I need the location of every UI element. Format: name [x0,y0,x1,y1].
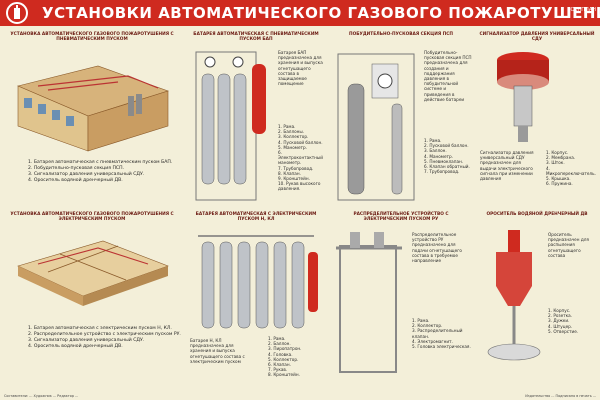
fire-extinguisher-logo-icon [6,2,28,24]
panel-dv-sprinkler: ОРОСИТЕЛЬ ВОДЯНОЙ ДРЕНЧЕРНЫЙ ДВ Оросител… [474,208,600,386]
panel-description: Батарея БАП предназначена для хранения и… [278,50,323,87]
panel-description: Побудительно-пусковая секция ПСП предназ… [424,50,472,102]
panel-description: Распределительное устройство РУ предназн… [412,232,462,264]
publisher-label: ВОЕНПЛАН [567,7,596,13]
panel-title: ОРОСИТЕЛЬ ВОДЯНОЙ ДРЕНЧЕРНЫЙ ДВ [486,212,588,217]
panel-title: ПОБУДИТЕЛЬНО-ПУСКОВАЯ СЕКЦИЯ ПСП [349,32,453,37]
panel-pneumatic-installation: УСТАНОВКА АВТОМАТИЧЕСКОГО ГАЗОВОГО ПОЖАР… [0,28,184,206]
parts-list: 1. Рама. 2. Баллон. 3. Пиропатрон. 4. Го… [268,336,302,378]
panel-title: БАТАРЕЯ АВТОМАТИЧЕСКАЯ С ПНЕВМАТИЧЕСКИМ … [193,32,319,42]
panel-title: РАСПРЕДЕЛИТЕЛЬНОЕ УСТРОЙСТВО С ЭЛЕКТРИЧЕ… [353,212,449,222]
poster-title: УСТАНОВКИ АВТОМАТИЧЕСКОГО ГАЗОВОГО ПОЖАР… [42,4,600,22]
footer-credits: Составители: ... Художник ... Редактор .… [4,394,79,398]
panel-captions: 1. Батарея автоматическая с пневматическ… [28,160,173,183]
parts-list: 1. Рама. 2. Пусковой баллон. 3. Баллон. … [424,138,470,175]
panel-title: СИГНАЛИЗАТОР ДАВЛЕНИЯ УНИВЕРСАЛЬНЫЙ СДУ [479,32,595,42]
floor-plan-illustration [17,240,169,306]
parts-list: 1. Корпус. 2. Мембрана. 3. Шток. 4. Микр… [546,150,596,187]
panel-title: УСТАНОВКА АВТОМАТИЧЕСКОГО ГАЗОВОГО ПОЖАР… [10,32,174,42]
title-bar: УСТАНОВКИ АВТОМАТИЧЕСКОГО ГАЗОВОГО ПОЖАР… [0,0,600,26]
panel-psp-section: ПОБУДИТЕЛЬНО-ПУСКОВАЯ СЕКЦИЯ ПСП Побудит… [328,28,474,206]
panel-title: БАТАРЕЯ АВТОМАТИЧЕСКАЯ С ЭЛЕКТРИЧЕСКИМ П… [195,212,317,222]
electric-battery-illustration [198,235,318,329]
bap-battery-illustration [195,51,266,201]
parts-list: 1. Рама. 2. Баллоны. 3. Коллектор. 4. Пу… [278,124,323,192]
ru-device-illustration [336,232,402,373]
panel-sdu-sensor: СИГНАЛИЗАТОР ДАВЛЕНИЯ УНИВЕРСАЛЬНЫЙ СДУ … [474,28,600,206]
psp-section-illustration [337,53,415,201]
panel-captions: 1. Батарея автоматическая с электрически… [28,326,181,349]
panel-ru-device: РАСПРЕДЕЛИТЕЛЬНОЕ УСТРОЙСТВО С ЭЛЕКТРИЧЕ… [328,208,474,386]
sdu-sensor-illustration [497,52,549,142]
parts-list: 1. Корпус. 2. Розетка. 3. Дужки. 4. Штуц… [548,308,579,334]
panel-electric-installation: УСТАНОВКА АВТОМАТИЧЕСКОГО ГАЗОВОГО ПОЖАР… [0,208,184,386]
panel-electric-battery: БАТАРЕЯ АВТОМАТИЧЕСКАЯ С ЭЛЕКТРИЧЕСКИМ П… [184,208,328,386]
panel-description: Батарея Н, КЛ предназначена для хранения… [190,338,245,364]
footer-publisher-info: Издательство ... Подписано в печать ... [525,394,596,398]
panel-bap-battery: БАТАРЕЯ АВТОМАТИЧЕСКАЯ С ПНЕВМАТИЧЕСКИМ … [184,28,328,206]
panel-description: Ороситель предназначен для распыления ог… [548,232,589,258]
panel-title: УСТАНОВКА АВТОМАТИЧЕСКОГО ГАЗОВОГО ПОЖАР… [10,212,174,222]
parts-list: 1. Рама. 2. Коллектор. 3. Распределитель… [412,318,471,350]
panel-description: Сигнализатор давления универсальный СДУ … [480,150,534,182]
sprinkler-illustration [487,230,541,361]
building-illustration [17,65,169,152]
